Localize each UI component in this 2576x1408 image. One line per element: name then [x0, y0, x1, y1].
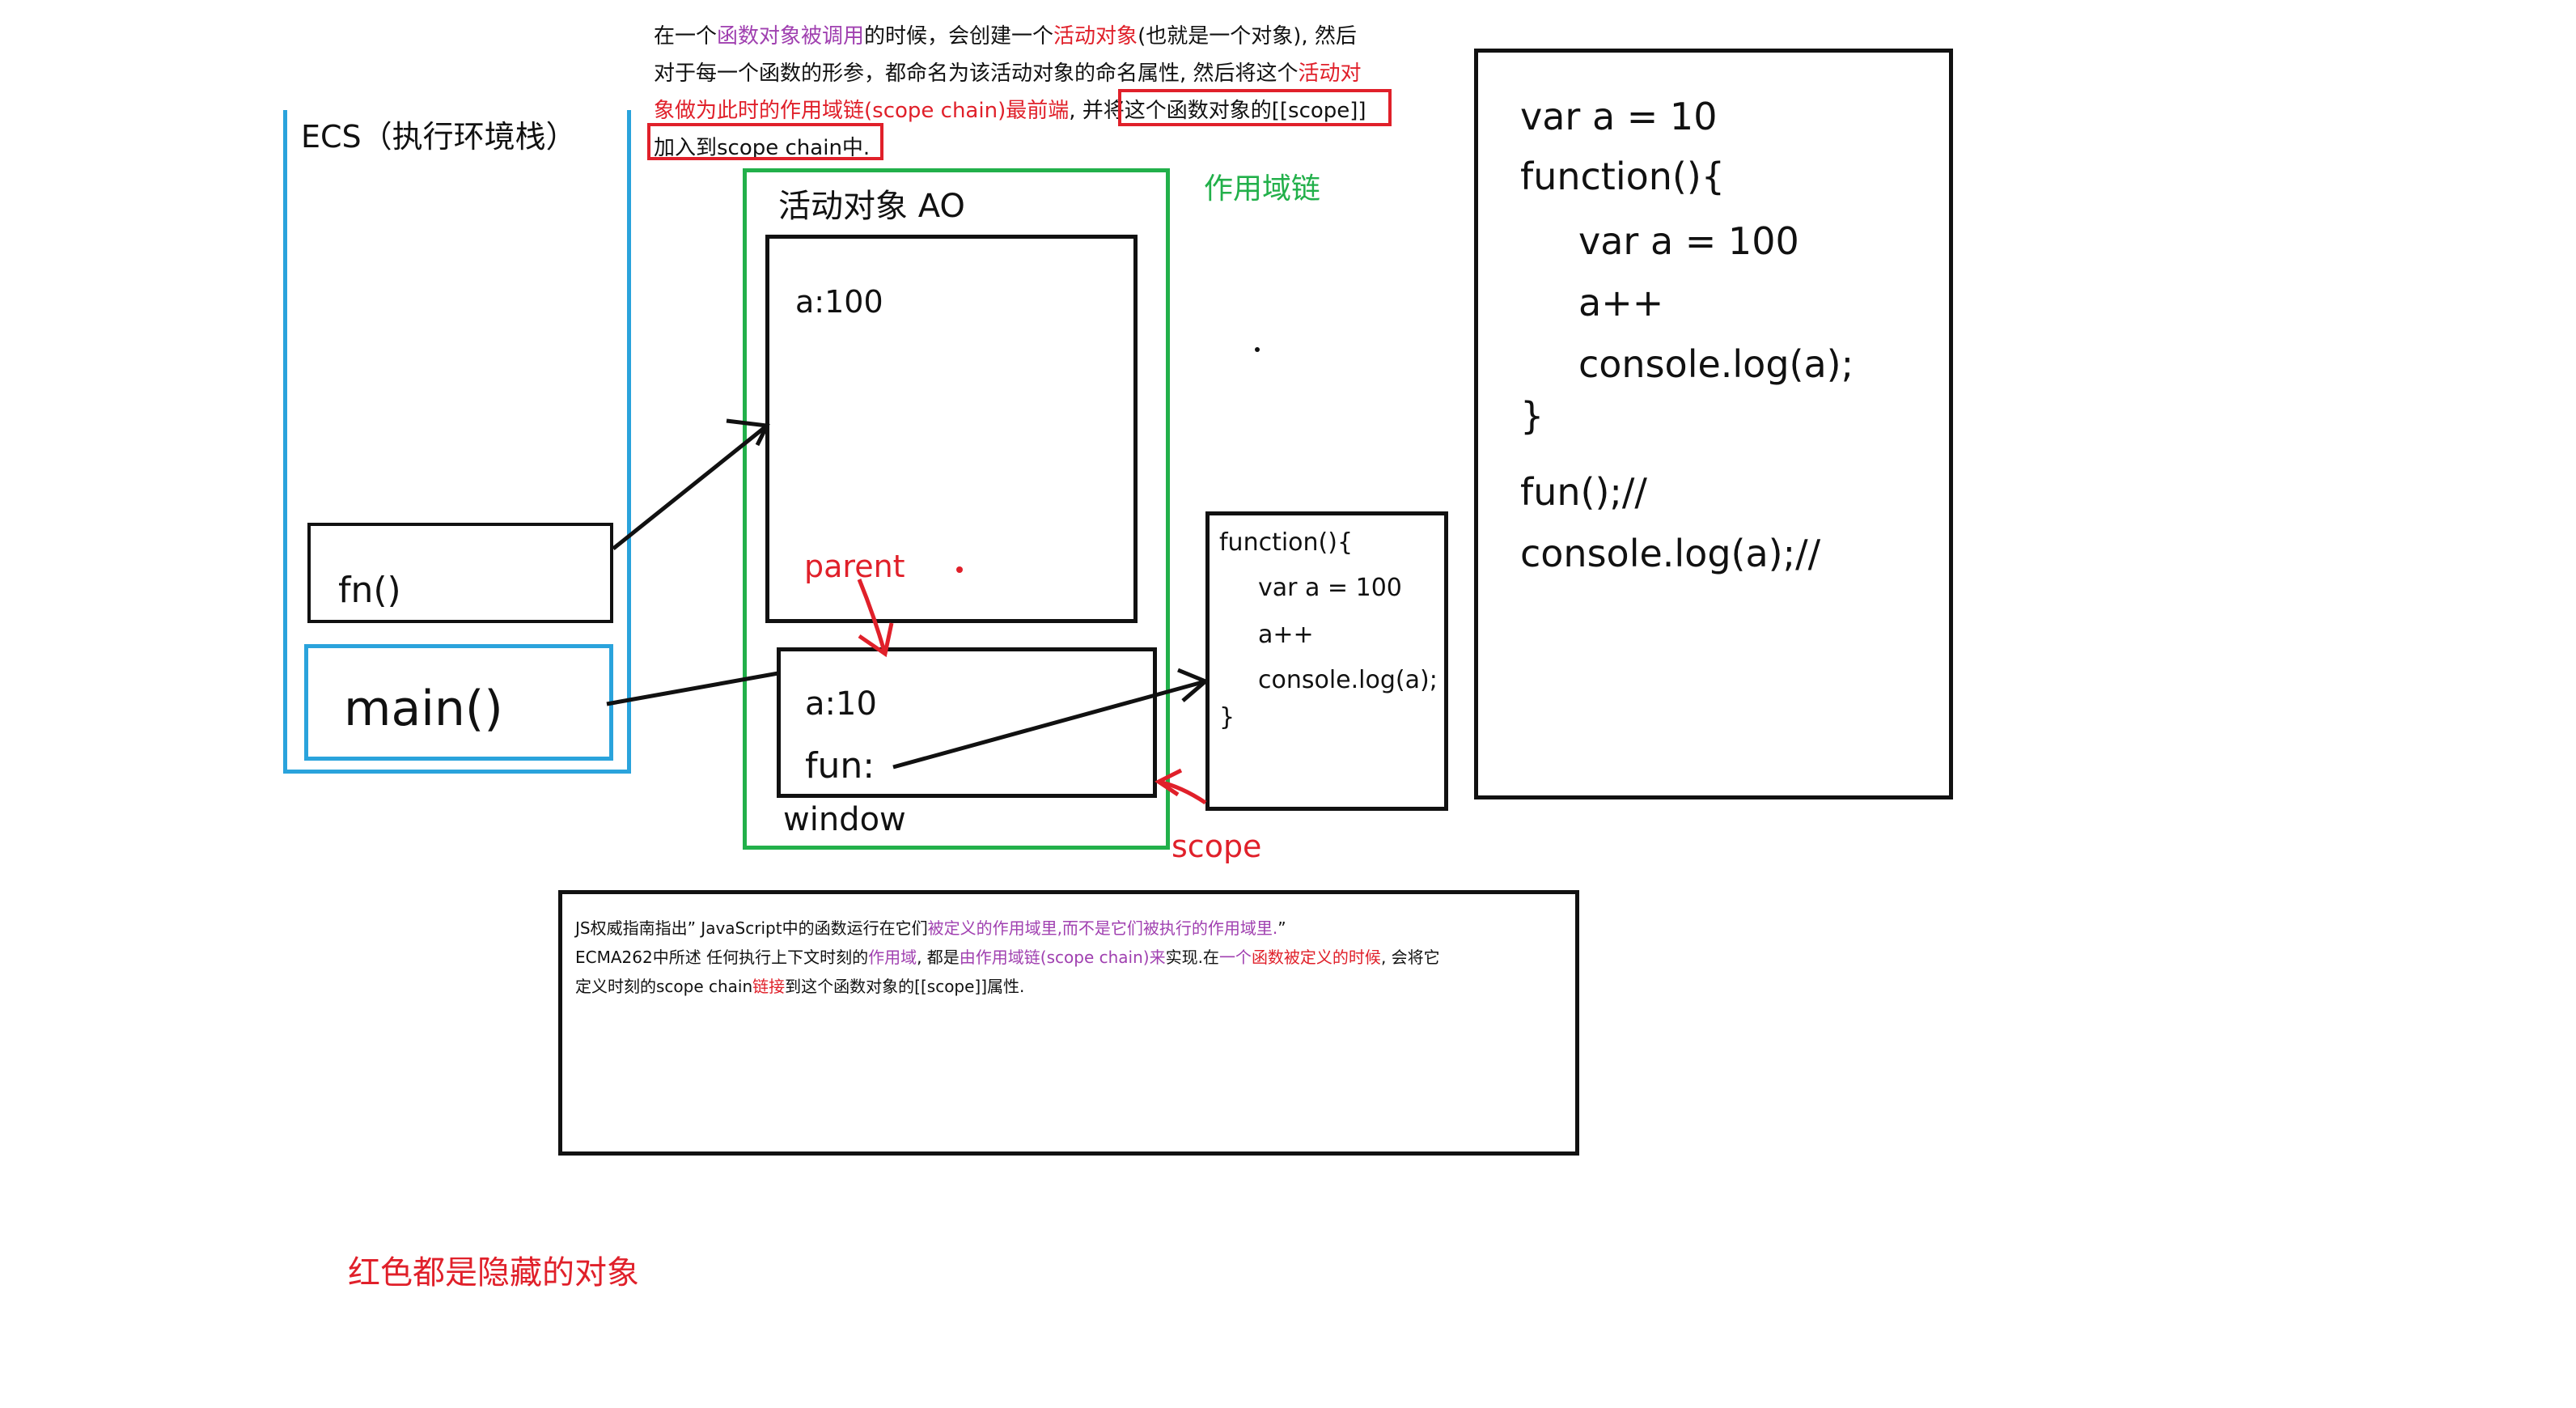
- fn-frame: fn(): [307, 523, 613, 623]
- intro-highlight: 活动对象: [1053, 24, 1138, 49]
- intro-highlight: 函数对象被调用: [717, 24, 865, 49]
- quote-box: JS权威指南指出” JavaScript中的函数运行在它们被定义的作用域里,而不…: [558, 890, 1579, 1156]
- quote-text: JS权威指南指出” JavaScript中的函数运行在它们: [575, 918, 928, 938]
- code-line-6: }: [1520, 394, 1544, 438]
- ao-title: 活动对象 AO: [778, 188, 965, 225]
- code-line-4: a++: [1578, 281, 1664, 324]
- intro-red-box-1: [1118, 89, 1392, 126]
- stray-dot: [956, 566, 963, 573]
- intro-text: , 并: [1069, 99, 1104, 123]
- quote-highlight: 由作用域链(scope chain)来: [959, 948, 1166, 967]
- window-fun: fun:: [805, 745, 875, 787]
- quote-line-2: ECMA262中所述 任何执行上下文时刻的作用域, 都是由作用域链(scope …: [575, 944, 1440, 968]
- quote-text: ECMA262中所述 任何执行上下文时刻的: [575, 948, 869, 967]
- quote-highlight: 作用域: [868, 948, 917, 967]
- code-line-1: var a = 10: [1520, 95, 1718, 138]
- intro-red-box-2: [647, 123, 883, 160]
- scope-arrowhead: [1155, 768, 1183, 797]
- quote-highlight: 链接: [752, 977, 786, 996]
- quote-text: ”: [1277, 918, 1286, 938]
- window-box: a:10 fun:: [777, 647, 1157, 798]
- fn-label: fn(): [338, 570, 401, 611]
- footer-note: 红色都是隐藏的对象: [348, 1254, 639, 1291]
- intro-text: 的时候，会创建一个: [864, 24, 1054, 49]
- stray-dot: [1255, 347, 1260, 352]
- quote-text: , 都是: [917, 948, 960, 967]
- quote-highlight: 一个: [1218, 948, 1252, 967]
- intro-text: 在一个: [654, 24, 718, 49]
- parent-arrow-line: [857, 579, 888, 655]
- scope-chain-label: 作用域链: [1204, 172, 1321, 206]
- intro-highlight: 象做为此时的作用域链(scope chain)最前端: [654, 99, 1070, 123]
- code-line-2: function(){: [1520, 155, 1726, 198]
- parent-label: parent: [804, 549, 905, 584]
- quote-line-1: JS权威指南指出” JavaScript中的函数运行在它们被定义的作用域里,而不…: [575, 915, 1286, 939]
- window-label: window: [783, 801, 906, 838]
- intro-line-1: 在一个函数对象被调用的时候，会创建一个活动对象(也就是一个对象), 然后: [654, 19, 1357, 49]
- quote-text: , 会将它: [1380, 948, 1440, 967]
- intro-line-4: 加入到scope chain中.: [654, 131, 870, 161]
- quote-text: 到这个函数对象的[[scope]]属性.: [785, 977, 1025, 996]
- ecs-stack: [283, 110, 631, 774]
- func-line-2: var a = 100: [1258, 574, 1402, 602]
- main-label: main(): [344, 681, 503, 737]
- fn-to-ao-arrowhead: [726, 418, 770, 447]
- code-line-5: console.log(a);: [1578, 342, 1854, 386]
- code-line-3: var a = 100: [1578, 219, 1799, 263]
- ecs-label: ECS（执行环境栈）: [301, 119, 577, 155]
- func-line-3: a++: [1258, 621, 1314, 649]
- code-box: var a = 10 function(){ var a = 100 a++ c…: [1474, 49, 1953, 799]
- quote-highlight: 被定义的作用域里,而不是它们被执行的作用域里.: [927, 918, 1278, 938]
- func-line-1: function(){: [1219, 528, 1354, 557]
- intro-text: (也就是一个对象), 然后: [1138, 24, 1357, 49]
- quote-text: 定义时刻的scope chain: [575, 977, 753, 996]
- function-object-box: function(){ var a = 100 a++ console.log(…: [1205, 511, 1448, 811]
- func-line-4: console.log(a);: [1258, 666, 1438, 694]
- ao-value: a:100: [795, 284, 883, 320]
- code-line-7: fun();//: [1520, 470, 1647, 514]
- fun-to-function-arrowhead: [1177, 668, 1210, 702]
- intro-line-3: 象做为此时的作用域链(scope chain)最前端, 并将这个函数对象的[[s…: [654, 94, 1366, 124]
- func-line-5: }: [1219, 703, 1235, 732]
- fn-to-ao-line: [612, 424, 769, 550]
- intro-line-2: 对于每一个函数的形参，都命名为该活动对象的命名属性, 然后将这个活动对: [654, 57, 1362, 87]
- intro-boxed-text: 将这个函数对象的[[scope]]: [1103, 99, 1366, 123]
- code-line-8: console.log(a);//: [1520, 532, 1821, 575]
- window-a: a:10: [805, 685, 877, 723]
- quote-highlight: 函数被定义的时候: [1251, 948, 1381, 967]
- main-to-window-line: [606, 671, 779, 706]
- quote-text: 实现.在: [1165, 948, 1219, 967]
- intro-highlight: 活动对: [1298, 61, 1362, 86]
- parent-arrowhead: [858, 622, 894, 658]
- main-frame: main(): [304, 644, 613, 761]
- scope-chain-box: [743, 168, 1170, 850]
- quote-line-3: 定义时刻的scope chain链接到这个函数对象的[[scope]]属性.: [575, 973, 1024, 997]
- intro-text: 对于每一个函数的形参，都命名为该活动对象的命名属性, 然后将这个: [654, 61, 1299, 86]
- intro-boxed-text: 加入到scope chain中.: [654, 136, 871, 160]
- scope-label: scope: [1171, 829, 1262, 864]
- fun-to-function-line: [892, 679, 1206, 770]
